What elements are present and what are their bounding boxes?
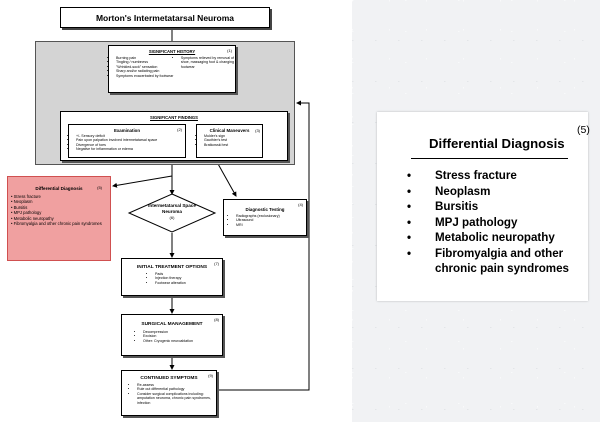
diagnostic-testing-box: Diagnostic Testing (4) Radiographs (excl… xyxy=(223,199,307,236)
list-item: Symptoms relieved by removal of shoe, ma… xyxy=(181,56,235,69)
list-item-text: Bursitis xyxy=(435,200,479,213)
surgical-number: (8) xyxy=(214,317,219,322)
history-number: (1) xyxy=(227,48,232,53)
clinical-maneuvers-header: Clinical Maneuvers xyxy=(209,128,250,133)
surgical-management-header: SURGICAL MANAGEMENT xyxy=(141,322,203,327)
differential-diagnosis-highlight: Differential Diagnosis (5) Stress fractu… xyxy=(7,176,111,261)
list-item: Excision xyxy=(143,334,222,338)
list-item: Stress fracture xyxy=(11,194,110,199)
clinical-list: Mulder's sign Gauthier's test Bratkowski… xyxy=(197,134,262,147)
list-item: Mulder's sign xyxy=(204,134,262,138)
list-item: Decompression xyxy=(143,330,222,334)
list-item: +/- Sensory deficit xyxy=(76,134,185,138)
list-item: •Metabolic neuropathy xyxy=(407,231,555,244)
testing-list: Radiographs (exclusionary) Ultrasound MR… xyxy=(229,214,306,227)
list-item: MRI xyxy=(236,223,306,227)
list-item: Re-assess xyxy=(137,383,216,387)
neuroma-label-wrap: Intermetatarsal Space Neuroma (6) xyxy=(140,203,204,220)
list-item: Injection therapy xyxy=(155,276,222,280)
examination-list: +/- Sensory deficit Pain upon palpation … xyxy=(69,134,185,152)
list-item: Bratkowski test xyxy=(204,143,262,147)
neuroma-diamond xyxy=(127,193,217,233)
testing-number: (4) xyxy=(298,202,303,207)
significant-findings-header: SIGNIFICANT FINDINGS xyxy=(150,115,198,120)
list-item: •Stress fracture xyxy=(407,169,517,182)
surgical-list: Decompression Excision Other: Cryogenic … xyxy=(136,330,222,343)
list-item: Ultrasound xyxy=(236,218,306,222)
list-item: Neoplasm xyxy=(11,199,110,204)
list-item: Tingling / numbness xyxy=(116,60,174,64)
list-item: Fibromyalgia and other chronic pain synd… xyxy=(11,221,110,226)
examination-number: (2) xyxy=(177,127,182,132)
list-item: Burning pain xyxy=(116,56,174,60)
neuroma-number: (6) xyxy=(169,215,175,221)
differential-diagnosis-zoom-card: (5) Differential Diagnosis •Stress fract… xyxy=(377,112,590,301)
list-item: Radiographs (exclusionary) xyxy=(236,214,306,218)
list-item: Bursitis xyxy=(11,205,110,210)
list-item: "Wrinkled-sock" sensation xyxy=(116,65,174,69)
list-item-text: Metabolic neuropathy xyxy=(435,231,555,244)
list-item: MPJ pathology xyxy=(11,210,110,215)
examination-box: Examination (2) +/- Sensory deficit Pain… xyxy=(68,124,186,158)
initial-treatment-header: INITIAL TREATMENT OPTIONS xyxy=(136,265,208,270)
surgical-management-box: SURGICAL MANAGEMENT (8) Decompression Ex… xyxy=(121,314,223,356)
history-right-list: Symptoms relieved by removal of shoe, ma… xyxy=(174,56,235,78)
zoom-card-underline xyxy=(411,158,568,159)
list-item-text: Stress fracture xyxy=(435,169,517,182)
list-item-text: Fibromyalgia and other chronic pain synd… xyxy=(435,246,570,276)
continued-number: (9) xyxy=(208,373,213,378)
flowchart-title-box: Morton's Intermetatarsal Neuroma xyxy=(60,7,270,28)
differential-small-header: Differential Diagnosis xyxy=(35,186,83,191)
diagnostic-testing-header: Diagnostic Testing xyxy=(245,207,285,212)
examination-header: Examination xyxy=(113,128,141,133)
zoom-card-title: Differential Diagnosis xyxy=(429,136,565,151)
continued-list: Re-assess Rule out differential patholog… xyxy=(130,383,216,405)
flowchart-title: Morton's Intermetatarsal Neuroma xyxy=(95,13,235,23)
continued-symptoms-header: CONTINUED SYMPTOMS xyxy=(140,376,198,381)
neuroma-label: Intermetatarsal Space Neuroma xyxy=(148,203,196,214)
connector-feedback-loop xyxy=(217,100,310,391)
zoom-card-list: •Stress fracture •Neoplasm •Bursitis •MP… xyxy=(407,168,588,277)
differential-small-number: (5) xyxy=(97,185,102,190)
continued-symptoms-box: CONTINUED SYMPTOMS (9) Re-assess Rule ou… xyxy=(121,370,217,416)
list-item-text: MPJ pathology xyxy=(435,215,518,229)
zoom-card-number: (5) xyxy=(577,124,590,136)
list-item: Other: Cryogenic neuroablation xyxy=(143,339,222,343)
list-item: Divergence of toes xyxy=(76,143,185,147)
list-item: Sharp and/or radiating pain xyxy=(116,69,174,73)
list-item: Metabolic neuropathy xyxy=(11,216,110,221)
list-item: Negative for inflammation or edema xyxy=(76,147,185,151)
initial-treatment-box: INITIAL TREATMENT OPTIONS (7) Pads Injec… xyxy=(121,258,223,296)
list-item-text: Neoplasm xyxy=(435,184,491,198)
clinical-maneuvers-box: Clinical Maneuvers (3) Mulder's sign Gau… xyxy=(196,124,263,158)
initial-treatment-list: Pads Injection therapy Footwear alterati… xyxy=(148,272,222,285)
list-item: Consider surgical complications includin… xyxy=(137,392,216,405)
list-item: Pain upon palpation involved intermetata… xyxy=(76,138,185,142)
significant-history-header: SIGNIFICANT HISTORY xyxy=(148,49,196,54)
initial-number: (7) xyxy=(214,261,219,266)
clinical-number: (3) xyxy=(255,128,260,133)
list-item: Symptoms exacerbated by footwear xyxy=(116,74,174,78)
list-item: •Fibromyalgia and other chronic pain syn… xyxy=(407,246,570,276)
history-left-list: Burning pain Tingling / numbness "Wrinkl… xyxy=(109,56,174,78)
list-item: Pads xyxy=(155,272,222,276)
list-item: •Neoplasm xyxy=(407,184,491,198)
significant-history-box: SIGNIFICANT HISTORY (1) Burning pain Tin… xyxy=(108,45,236,93)
list-item: •MPJ pathology xyxy=(407,215,518,229)
list-item: Footwear alteration xyxy=(155,281,222,285)
list-item: •Bursitis xyxy=(407,200,479,213)
connector-to-differential xyxy=(112,175,173,188)
flowchart-connectors xyxy=(112,28,310,391)
differential-small-list: Stress fracture Neoplasm Bursitis MPJ pa… xyxy=(11,194,110,226)
list-item: Gauthier's test xyxy=(204,138,262,142)
list-item: Rule out differential pathology xyxy=(137,387,216,391)
